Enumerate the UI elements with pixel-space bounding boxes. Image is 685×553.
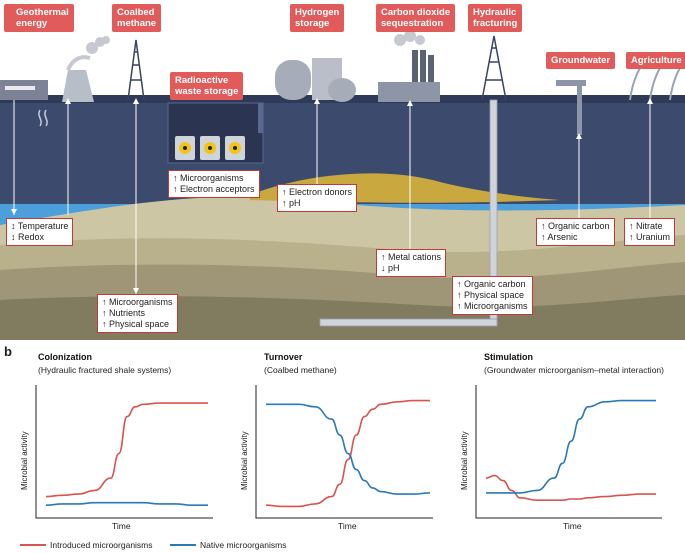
introduced-series-line-colonization [45, 402, 208, 498]
tag-hydraulic-fracturing: Hydraulic fracturing [468, 4, 523, 32]
panel-b-letter: b [4, 344, 12, 359]
geothermal-plant-icon [0, 36, 110, 127]
chart-ylabel-turnover: Microbial activity [240, 431, 249, 490]
box-geothermal-effects: ↕ Temperature ↕ Redox [6, 218, 74, 246]
effect-line: ↑ Microorganisms [457, 301, 528, 311]
box-groundwater-effects: ↑ Organic carbon ↑ Arsenic [536, 218, 615, 246]
effect-line: ↕ Temperature [11, 221, 69, 231]
coalbed-rig-icon [127, 39, 145, 101]
fracking-well [319, 99, 498, 327]
box-radioactive-effects: ↑ Microorganisms ↑ Electron acceptors [168, 170, 260, 198]
chart-subtitle-stimulation: (Groundwater microorganism–metal interac… [484, 365, 664, 375]
groundwater-pump-icon [556, 80, 586, 135]
tag-radioactive-waste-storage: Radioactive waste storage [170, 72, 244, 100]
chart-subtitle-colonization: (Hydraulic fractured shale systems) [38, 365, 172, 375]
tag-groundwater: Groundwater [546, 52, 616, 69]
introduced-series-line-turnover [265, 399, 430, 508]
effect-line: ↑ Organic carbon [541, 221, 610, 231]
connector-lines [13, 100, 651, 294]
chart-xlabel-turnover: Time [338, 521, 357, 531]
effect-line: ↑ Nutrients [102, 308, 146, 318]
chart-ylabel-colonization: Microbial activity [20, 431, 29, 490]
effect-line: ↓ pH [381, 263, 400, 273]
box-co2-effects: ↑ Metal cations ↓ pH [376, 249, 447, 277]
co2-plant-icon [378, 30, 440, 102]
native-series-line-stimulation [486, 399, 656, 494]
legend-native: Native microorganisms [170, 540, 286, 550]
legend-swatch-native [170, 544, 196, 546]
wheat-icon [629, 67, 681, 101]
box-agriculture-effects: ↑ Nitrate ↑ Uranium [624, 218, 676, 246]
native-series-line-turnover [266, 403, 431, 495]
effect-line: ↑ pH [282, 198, 301, 208]
chart-xlabel-colonization: Time [112, 521, 131, 531]
chart-title-stimulation: Stimulation [484, 352, 533, 362]
hydrogen-tanks-icon [275, 58, 356, 102]
chart-subtitle-turnover: (Coalbed methane) [264, 365, 337, 375]
chart-ylabel-stimulation: Microbial activity [460, 431, 469, 490]
legend-label-native: Native microorganisms [200, 540, 287, 550]
tag-geothermal-energy: Geothermal energy [4, 4, 74, 32]
effect-line: ↑ Microorganisms [173, 173, 244, 183]
effect-line: ↕ Redox [11, 232, 45, 242]
chart-lines [45, 399, 656, 508]
native-series-line-colonization [45, 501, 208, 507]
legend-introduced: Introduced microorganisms [20, 540, 153, 550]
tag-agriculture: Agriculture [626, 52, 685, 69]
chart-axes [35, 385, 662, 519]
effect-line: ↑ Electron donors [282, 187, 353, 197]
tag-carbon-dioxide-sequestration: Carbon dioxide sequestration [376, 4, 456, 32]
box-coalbed-effects: ↑ Microorganisms ↑ Nutrients ↑ Physical … [97, 294, 178, 333]
effect-line: ↑ Nitrate [629, 221, 663, 231]
chart-xlabel-stimulation: Time [563, 521, 582, 531]
legend-label-introduced: Introduced microorganisms [50, 540, 153, 550]
chart-title-colonization: Colonization [38, 352, 92, 362]
radioactive-barrels [175, 136, 245, 160]
effect-line: ↑ Physical space [102, 319, 170, 329]
box-hydrogen-effects: ↑ Electron donors ↑ pH [277, 184, 358, 212]
tag-coalbed-methane: Coalbed methane [112, 4, 162, 32]
fracking-derrick-icon [481, 35, 507, 101]
chart-title-turnover: Turnover [264, 352, 303, 362]
effect-line: ↑ Metal cations [381, 252, 442, 262]
effect-line: ↑ Uranium [629, 232, 671, 242]
box-fracking-effects: ↑ Organic carbon ↑ Physical space ↑ Micr… [452, 276, 533, 315]
effect-line: ↑ Arsenic [541, 232, 578, 242]
effect-line: ↑ Electron acceptors [173, 184, 255, 194]
legend-swatch-introduced [20, 544, 46, 546]
tag-hydrogen-storage: Hydrogen storage [290, 4, 345, 32]
effect-line: ↑ Physical space [457, 290, 525, 300]
introduced-series-line-stimulation [485, 474, 656, 502]
effect-line: ↑ Microorganisms [102, 297, 173, 307]
effect-line: ↑ Organic carbon [457, 279, 526, 289]
